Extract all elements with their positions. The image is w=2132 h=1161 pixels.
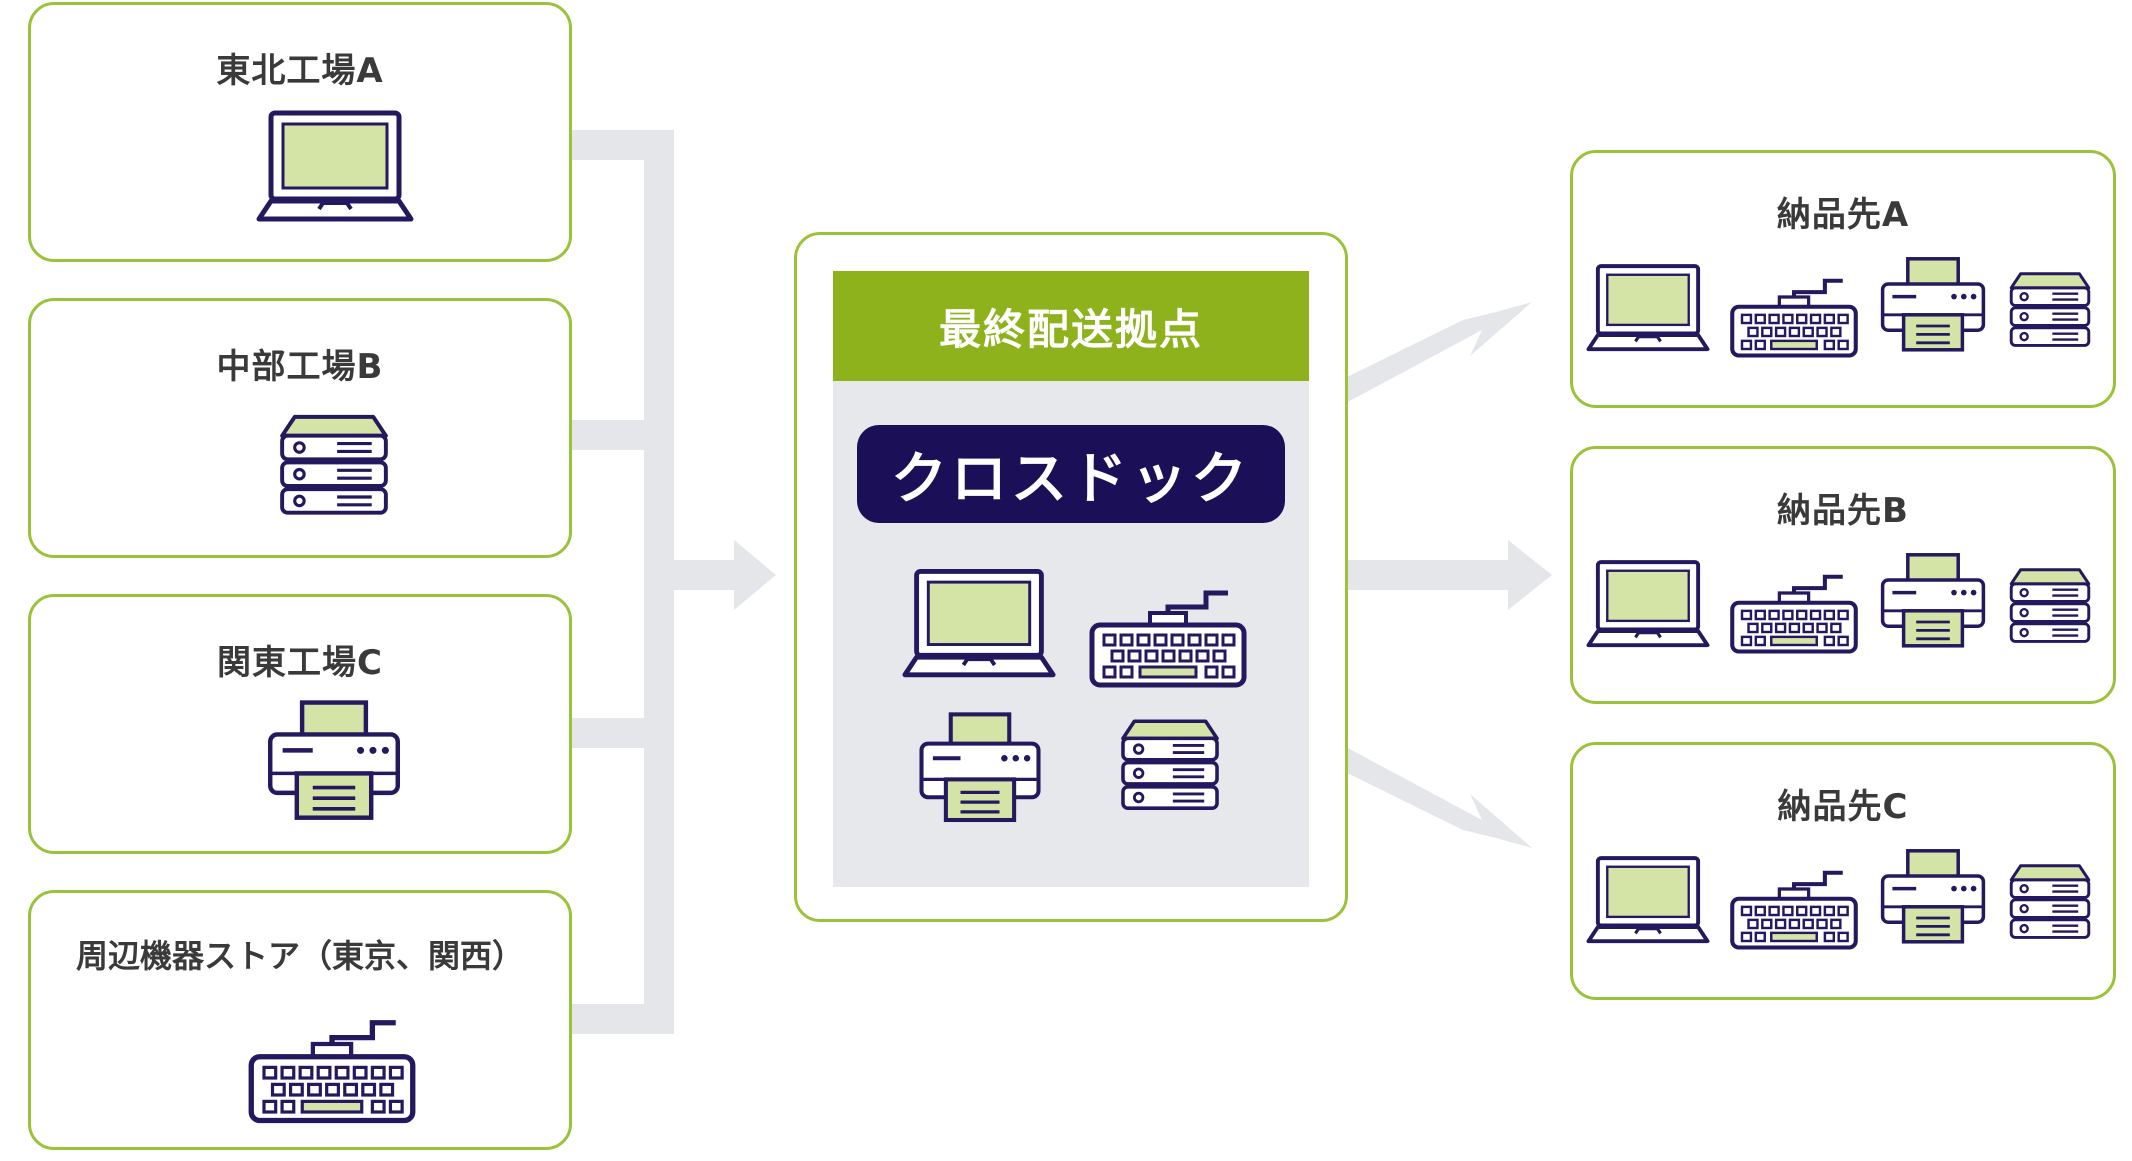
server-icon [2003,265,2097,353]
printer-icon [1877,253,1989,357]
keyboard-icon [1087,569,1249,689]
printer-icon [263,699,405,823]
server-icon [271,409,397,519]
hub-box-cross-dock: 最終配送拠点 クロスドック [794,232,1348,922]
laptop-icon [255,109,415,229]
source-title: 関東工場C [217,643,383,683]
hub-inbound-arrowhead [734,540,776,610]
destination-title: 納品先A [1776,195,1910,235]
source-box-peripheral-store: 周辺機器ストア（東京、関西） [28,890,572,1150]
destination-title: 納品先C [1777,787,1909,827]
dest-a-arrow [1288,302,1532,426]
hub-header: 最終配送拠点 [833,271,1309,381]
source-box-kanto-c: 関東工場C [28,594,572,854]
printer-icon [915,709,1045,827]
source-title: 中部工場B [216,347,384,387]
destination-box-a: 納品先A [1570,150,2116,408]
source-box-tohoku-a: 東北工場A [28,2,572,262]
keyboard-icon [247,997,417,1125]
server-icon [1113,713,1227,815]
laptop-icon [1585,263,1711,357]
printer-icon [1877,845,1989,949]
server-icon [2003,561,2097,649]
source-title: 東北工場A [216,51,384,91]
source-title: 周辺機器ストア（東京、関西） [75,937,524,975]
keyboard-icon [1729,557,1859,655]
dest-c-arrow [1288,724,1532,848]
laptop-icon [1585,559,1711,653]
dest-b-arrowhead [1508,540,1552,610]
keyboard-icon [1729,853,1859,951]
source-box-chubu-b: 中部工場B [28,298,572,558]
server-icon [2003,857,2097,945]
destination-box-b: 納品先B [1570,446,2116,704]
keyboard-icon [1729,261,1859,359]
destination-box-c: 納品先C [1570,742,2116,1000]
printer-icon [1877,549,1989,653]
laptop-icon [901,567,1057,685]
cross-dock-label: クロスドック [857,425,1285,523]
laptop-icon [1585,855,1711,949]
destination-title: 納品先B [1777,491,1909,531]
merge-stub [644,560,736,590]
